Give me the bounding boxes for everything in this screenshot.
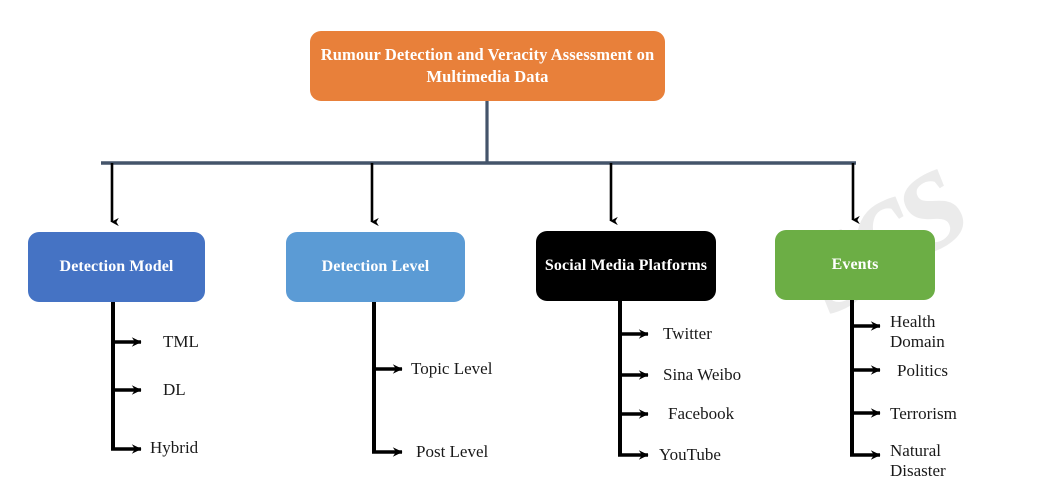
leaf-label-dl: DL [163, 380, 186, 399]
category-node-detection-level[interactable]: Detection Level [286, 232, 465, 302]
leaf-label-health-domain: Health Domain [890, 312, 945, 352]
category-label-events: Events [831, 256, 879, 274]
leaf-label-politics: Politics [897, 361, 949, 380]
leaf-label-post-level: Post Level [416, 442, 489, 461]
category-label-detection-model: Detection Model [59, 258, 174, 276]
category-label-detection-level: Detection Level [321, 258, 430, 276]
category-node-events[interactable]: Events [775, 230, 935, 300]
leaf-stem-social-media-platforms [618, 300, 649, 460]
category-node-detection-model[interactable]: Detection Model [28, 232, 205, 302]
category-node-social-media-platforms[interactable]: Social Media Platforms [536, 231, 716, 301]
root-node[interactable]: Rumour Detection and Veracity Assessment… [310, 31, 665, 101]
leaf-stem-events [850, 299, 881, 460]
leaf-label-topic-level: Topic Level [411, 359, 493, 378]
leaf-label-hybrid: Hybrid [150, 438, 199, 457]
leaf-label-terrorism: Terrorism [890, 404, 957, 423]
leaf-label-natural-disaster: Natural Disaster [890, 441, 946, 481]
category-label-social-media-platforms: Social Media Platforms [544, 257, 708, 275]
leaf-label-twitter: Twitter [663, 324, 712, 343]
leaf-stem-detection-level [372, 300, 403, 457]
leaf-label-tml: TML [163, 332, 199, 351]
leaf-stem-detection-model [111, 300, 142, 454]
leaf-label-facebook: Facebook [668, 404, 735, 423]
root-node-label: Rumour Detection and Veracity Assessment… [320, 45, 655, 86]
leaf-label-sina-weibo: Sina Weibo [663, 365, 742, 384]
leaf-label-youtube: YouTube [659, 445, 721, 464]
